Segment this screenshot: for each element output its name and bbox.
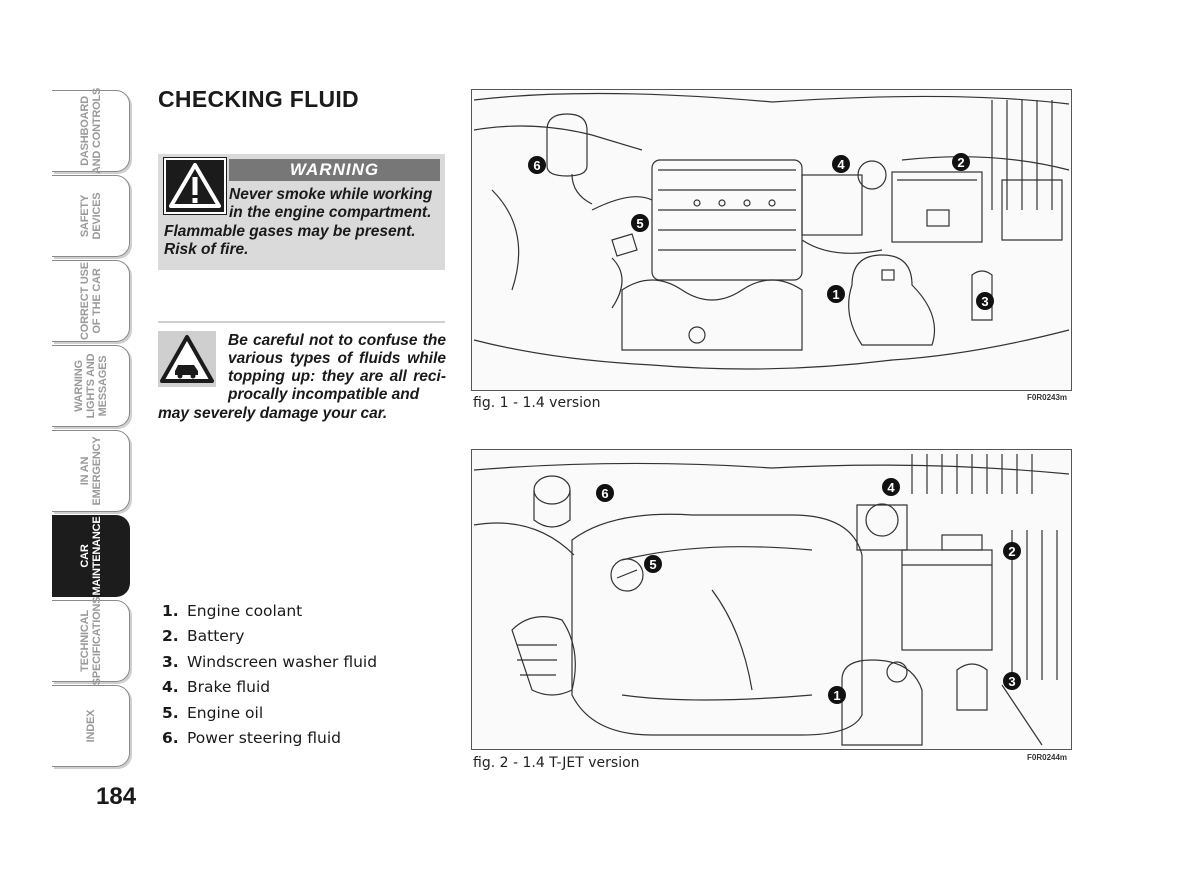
tab-label: CAR MAINTENANCE — [78, 516, 103, 596]
fig1-markers: 1 2 3 4 5 6 — [528, 153, 994, 310]
page-title: CHECKING FLUID — [158, 86, 359, 112]
warning-triangle-icon — [163, 157, 227, 215]
caution-text: Be careful not to confuse the various ty… — [228, 332, 446, 403]
engine-diagram-fig2 — [471, 449, 1072, 750]
svg-text:4: 4 — [837, 157, 845, 172]
figure-code: F0R0244m — [1027, 753, 1068, 762]
list-item: 4.Brake fluid — [162, 678, 271, 697]
svg-text:3: 3 — [981, 294, 988, 309]
figure-caption: fig. 2 - 1.4 T-JET version — [473, 755, 640, 771]
warning-text: Never smoke while working in the engine … — [229, 186, 433, 221]
engine-diagram-fig1 — [471, 89, 1072, 391]
tab-label: SAFETY DEVICES — [78, 192, 103, 240]
tab-safety-devices[interactable]: SAFETY DEVICES — [52, 175, 130, 257]
fluid-legend: 1.Engine coolant 2.Battery 3.Windscreen … — [162, 601, 377, 753]
fig2-markers: 1 2 3 4 5 6 — [596, 478, 1021, 704]
warning-box: WARNING Never smoke while working in the… — [158, 154, 445, 270]
tab-technical-specifications[interactable]: TECHNICAL SPECIFICATIONS — [52, 597, 130, 685]
svg-text:1: 1 — [833, 688, 840, 703]
figure-caption: fig. 1 - 1.4 version — [473, 395, 601, 411]
list-item: 1.Engine coolant — [162, 602, 303, 620]
tab-in-an-emergency[interactable]: IN AN EMERGENCY — [52, 430, 130, 512]
figure-code: F0R0243m — [1027, 393, 1068, 402]
tab-warning-lights[interactable]: WARNING LIGHTS AND MESSAGES — [52, 345, 130, 427]
tab-label: CORRECT USE OF THE CAR — [78, 262, 103, 340]
tab-label: TECHNICAL SPECIFICATIONS — [78, 596, 103, 686]
tab-label: IN AN EMERGENCY — [78, 436, 103, 506]
warning-header: WARNING — [229, 159, 440, 181]
tab-dashboard-and-controls[interactable]: DASHBOARD AND CONTROLS — [52, 87, 130, 175]
svg-text:6: 6 — [533, 158, 540, 173]
svg-text:5: 5 — [636, 216, 643, 231]
tab-label: WARNING LIGHTS AND MESSAGES — [72, 353, 109, 419]
svg-text:2: 2 — [1008, 544, 1015, 559]
page-number: 184 — [96, 783, 137, 810]
tab-label: INDEX — [84, 709, 97, 743]
svg-text:3: 3 — [1008, 674, 1015, 689]
list-item: 5.Engine oil — [162, 703, 264, 722]
divider — [158, 321, 445, 323]
caution-text-continued: may severely damage your car. — [158, 405, 388, 422]
svg-text:6: 6 — [601, 486, 608, 501]
list-item: 6.Power steering fluid — [162, 728, 342, 747]
car-caution-icon — [158, 331, 216, 387]
tab-label: DASHBOARD AND CONTROLS — [78, 87, 103, 175]
warning-text-continued: Flammable gases may be present. Risk of … — [164, 223, 416, 258]
svg-text:5: 5 — [649, 557, 656, 572]
svg-text:4: 4 — [887, 480, 895, 495]
list-item: 3.Windscreen washer fluid — [162, 652, 378, 671]
tab-index[interactable]: INDEX — [52, 685, 130, 767]
svg-text:2: 2 — [957, 155, 964, 170]
tab-correct-use[interactable]: CORRECT USE OF THE CAR — [52, 260, 130, 342]
tab-car-maintenance[interactable]: CAR MAINTENANCE — [52, 515, 130, 597]
marker-label: 1 — [832, 287, 839, 302]
list-item: 2.Battery — [162, 627, 245, 646]
